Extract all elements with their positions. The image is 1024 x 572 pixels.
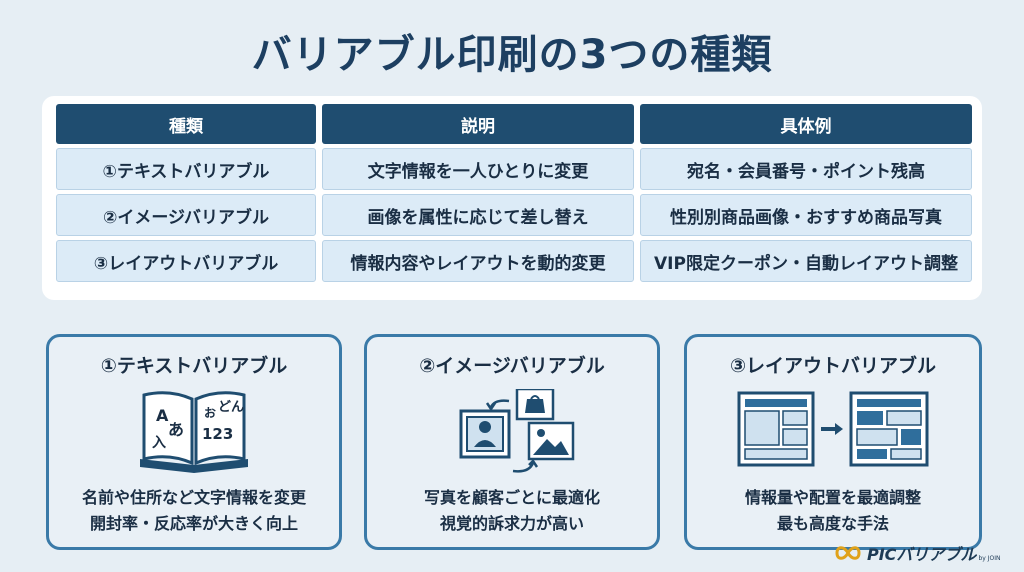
table-cell: ②イメージバリアブル xyxy=(56,194,316,236)
card-desc-line: 視覚的訴求力が高い xyxy=(439,514,584,533)
card-title: ③レイアウトバリアブル xyxy=(729,355,937,377)
table-cell: 情報内容やレイアウトを動的変更 xyxy=(322,240,634,282)
book-letter-don: どん xyxy=(218,400,244,415)
book-letter-ju: 入 xyxy=(152,435,166,451)
card-layout-variable: ③レイアウトバリアブル 情報量や配置を最適調整 最も高度な手法 xyxy=(684,334,982,550)
card-desc-line: 最も高度な手法 xyxy=(776,514,889,533)
image-swap-icon xyxy=(367,389,657,479)
layout-change-icon xyxy=(687,389,979,479)
card-desc-line: 名前や住所など文字情報を変更 xyxy=(81,488,306,507)
table-cell: VIP限定クーポン・自動レイアウト調整 xyxy=(640,240,972,282)
table-header-description: 説明 xyxy=(322,104,634,144)
page-title: バリアブル印刷の3つの種類 xyxy=(251,32,773,78)
card-description: 写真を顧客ごとに最適化 視覚的訴求力が高い xyxy=(367,485,657,537)
table-cell: 性別別商品画像・おすすめ商品写真 xyxy=(640,194,972,236)
card-title: ②イメージバリアブル xyxy=(419,355,605,377)
card-description: 名前や住所など文字情報を変更 開封率・反応率が大きく向上 xyxy=(49,485,339,537)
book-letter-ah: あ xyxy=(168,420,184,439)
card-desc-line: 開封率・反応率が大きく向上 xyxy=(89,514,298,533)
logo-text: PICバリアブル xyxy=(867,545,977,564)
card-desc-line: 情報量や配置を最適調整 xyxy=(744,488,921,507)
logo-subtext: by JOIN xyxy=(978,554,1001,562)
table-header-examples: 具体例 xyxy=(640,104,972,144)
table-cell: ③レイアウトバリアブル xyxy=(56,240,316,282)
table-cell: 文字情報を一人ひとりに変更 xyxy=(322,148,634,190)
book-numbers: 123 xyxy=(202,425,233,443)
book-letter-o: お xyxy=(204,406,216,420)
types-table: 種類 説明 具体例 ①テキストバリアブル 文字情報を一人ひとりに変更 宛名・会員… xyxy=(42,96,982,300)
card-title: ①テキストバリアブル xyxy=(100,355,288,377)
book-letter-a: A xyxy=(156,406,169,425)
card-text-variable: ①テキストバリアブル A あ 入 お どん 123 名前や住所など文字情報を変更… xyxy=(46,334,342,550)
infinity-logo-icon xyxy=(835,546,861,560)
card-description: 情報量や配置を最適調整 最も高度な手法 xyxy=(687,485,979,537)
table-cell: 画像を属性に応じて差し替え xyxy=(322,194,634,236)
brand-logo: PICバリアブル by JOIN xyxy=(835,540,1000,566)
table-cell: 宛名・会員番号・ポイント残高 xyxy=(640,148,972,190)
card-image-variable: ②イメージバリアブル 写真を顧客ごとに最適化 視覚的訴求力が高い xyxy=(364,334,660,550)
table-cell: ①テキストバリアブル xyxy=(56,148,316,190)
card-desc-line: 写真を顧客ごとに最適化 xyxy=(423,488,600,507)
open-book-icon: A あ 入 お どん 123 xyxy=(49,389,339,479)
table-header-type: 種類 xyxy=(56,104,316,144)
